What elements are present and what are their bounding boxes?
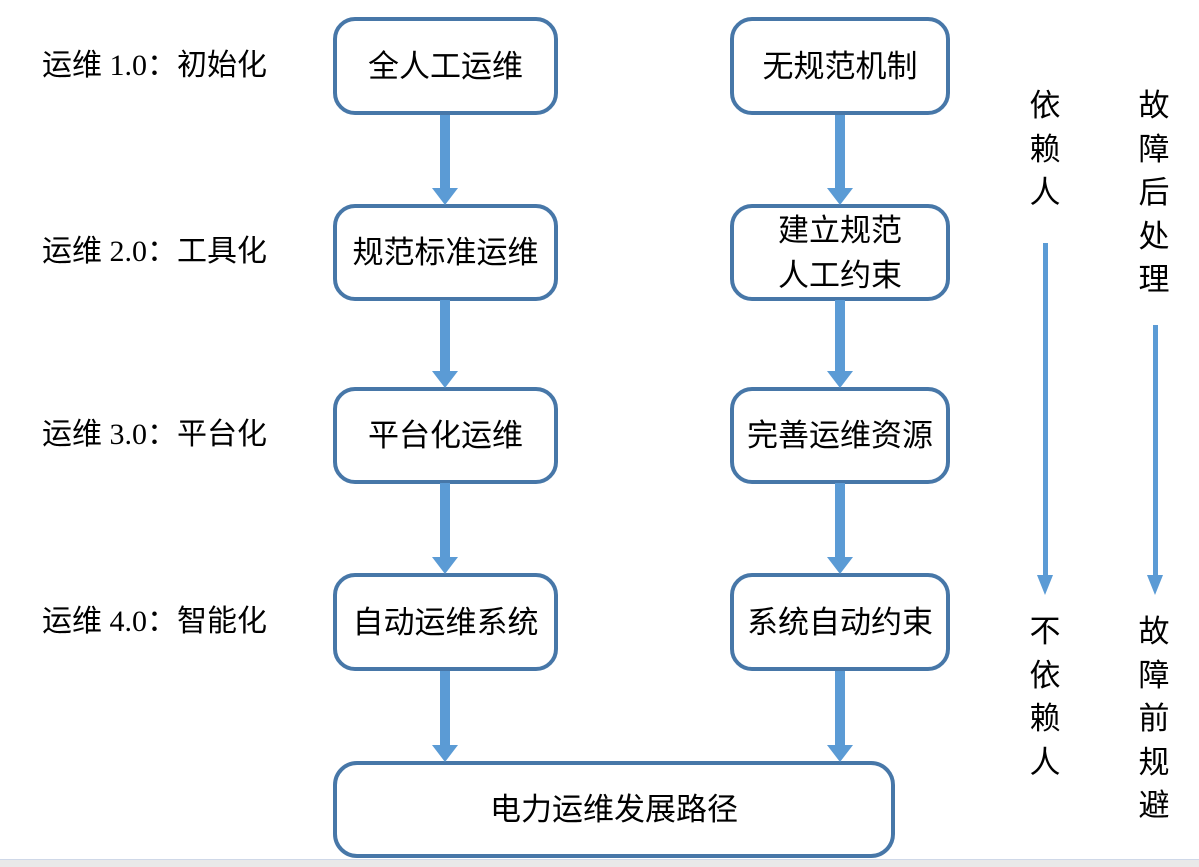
stage-label-3: 运维 3.0：平台化	[42, 418, 267, 451]
right-box-row2-line2: 人工约束	[778, 257, 902, 293]
annotation-dependency-top: 依赖人	[1029, 88, 1061, 210]
stage-label-1: 运维 1.0：初始化	[42, 49, 267, 82]
arrow-left-2-icon	[432, 300, 458, 388]
bottom-strip	[0, 859, 1199, 867]
annotation-fault-top: 故障后处理	[1138, 88, 1170, 297]
left-box-row2: 规范标准运维	[333, 204, 558, 301]
left-box-row2-text: 规范标准运维	[352, 235, 539, 270]
stage-label-2: 运维 2.0：工具化	[42, 235, 267, 268]
fault-arrow-icon	[1147, 325, 1163, 595]
right-box-row1: 无规范机制	[730, 17, 950, 115]
left-box-row3: 平台化运维	[333, 387, 558, 484]
left-box-row1-text: 全人工运维	[368, 48, 523, 84]
left-box-row3-text: 平台化运维	[368, 418, 523, 453]
arrow-left-1-icon	[432, 115, 458, 205]
left-box-row4: 自动运维系统	[333, 573, 558, 671]
right-box-row2: 建立规范 人工约束	[730, 204, 950, 301]
arrow-left-4-icon	[432, 671, 458, 762]
arrow-right-2-icon	[827, 300, 853, 388]
right-box-row4-text: 系统自动约束	[747, 604, 933, 640]
right-box-row2-line1: 建立规范	[778, 212, 902, 248]
arrow-left-3-icon	[432, 483, 458, 574]
annotation-fault-bottom: 故障前规避	[1138, 614, 1170, 823]
stage-label-4: 运维 4.0：智能化	[42, 605, 267, 638]
right-box-row4: 系统自动约束	[730, 573, 950, 671]
left-box-row1: 全人工运维	[333, 17, 558, 115]
arrow-right-4-icon	[827, 671, 853, 762]
right-box-row3-text: 完善运维资源	[747, 418, 933, 453]
right-box-row3: 完善运维资源	[730, 387, 950, 484]
annotation-dependency-bottom: 不依赖人	[1029, 614, 1061, 780]
right-box-row1-text: 无规范机制	[762, 48, 918, 84]
bottom-box: 电力运维发展路径	[333, 761, 895, 858]
left-box-row4-text: 自动运维系统	[352, 604, 539, 640]
arrow-right-3-icon	[827, 483, 853, 574]
bottom-box-text: 电力运维发展路径	[490, 792, 738, 827]
dependency-arrow-icon	[1037, 243, 1053, 595]
arrow-right-1-icon	[827, 115, 853, 205]
